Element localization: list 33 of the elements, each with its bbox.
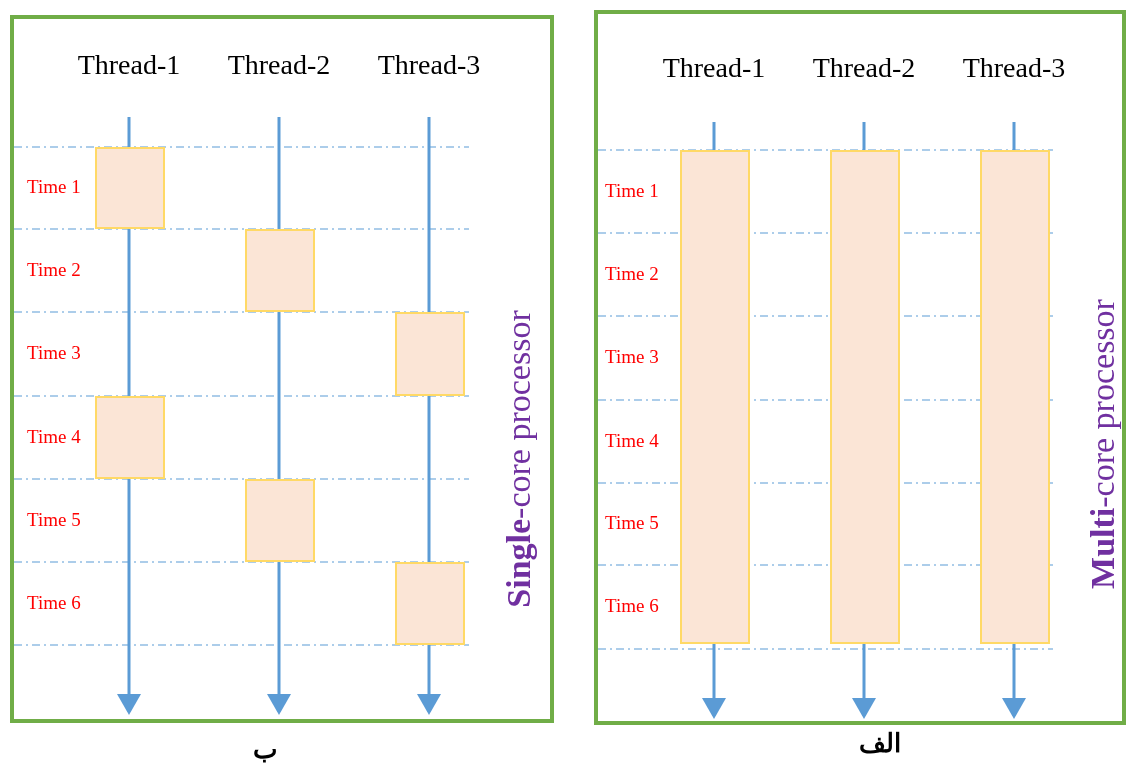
task-block — [395, 312, 465, 396]
processor-panel — [10, 15, 554, 723]
thread-label: Thread-1 — [662, 52, 766, 84]
thread-label: Thread-2 — [812, 52, 916, 84]
time-label: Time 4 — [605, 429, 659, 452]
thread-label: Thread-1 — [77, 49, 181, 81]
task-block — [830, 150, 900, 644]
task-block — [95, 147, 165, 229]
time-label: Time 1 — [27, 176, 81, 198]
panel-title: Multi-core processor — [1084, 299, 1122, 589]
task-block — [245, 229, 315, 312]
time-label: Time 5 — [605, 512, 659, 534]
time-label: Time 3 — [605, 346, 659, 368]
panel-caption: ب — [253, 734, 277, 765]
time-label: Time 3 — [27, 342, 81, 364]
time-label: Time 1 — [605, 179, 659, 202]
task-block — [245, 479, 315, 562]
time-label: Time 6 — [27, 591, 81, 614]
time-label: Time 2 — [605, 262, 659, 285]
time-label: Time 6 — [605, 595, 659, 617]
task-block — [395, 562, 465, 645]
thread-label: Thread-3 — [962, 52, 1066, 84]
time-label: Time 5 — [27, 508, 81, 531]
processor-panel — [594, 10, 1126, 725]
task-block — [980, 150, 1050, 644]
panel-caption: الف — [859, 728, 901, 759]
time-label: Time 2 — [27, 258, 81, 281]
thread-label: Thread-3 — [377, 49, 481, 81]
panel-title: Single-core processor — [500, 310, 538, 608]
task-block — [95, 396, 165, 479]
thread-label: Thread-2 — [227, 49, 331, 81]
task-block — [680, 150, 750, 644]
time-label: Time 4 — [27, 425, 81, 448]
